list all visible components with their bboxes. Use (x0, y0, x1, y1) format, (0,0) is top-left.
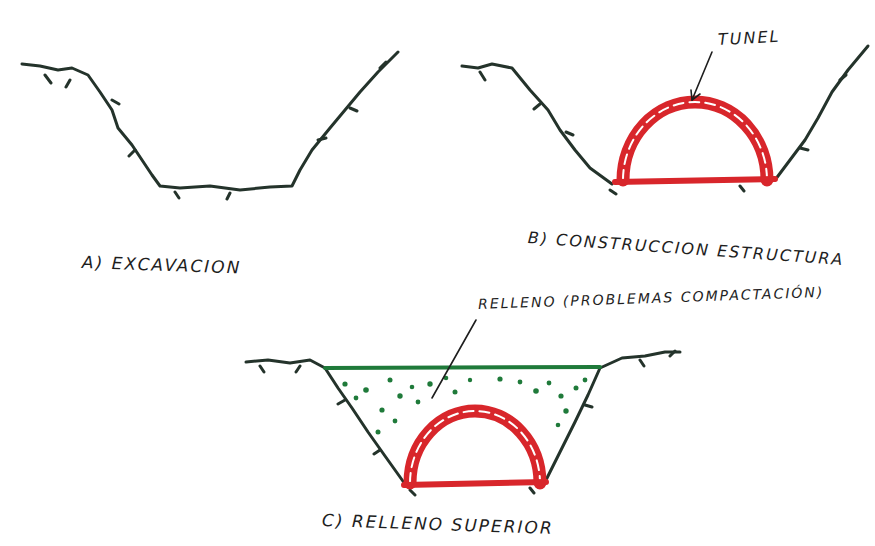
callout-label: RELLENO (PROBLEMAS COMPACTACIÓN) (478, 284, 825, 312)
callout-label: TUNEL (718, 27, 781, 49)
panel-caption: C) RELLENO SUPERIOR (322, 510, 554, 538)
panel-caption: B) CONSTRUCCION ESTRUCTURA (527, 228, 845, 269)
panel-caption: A) EXCAVACION (82, 252, 242, 278)
